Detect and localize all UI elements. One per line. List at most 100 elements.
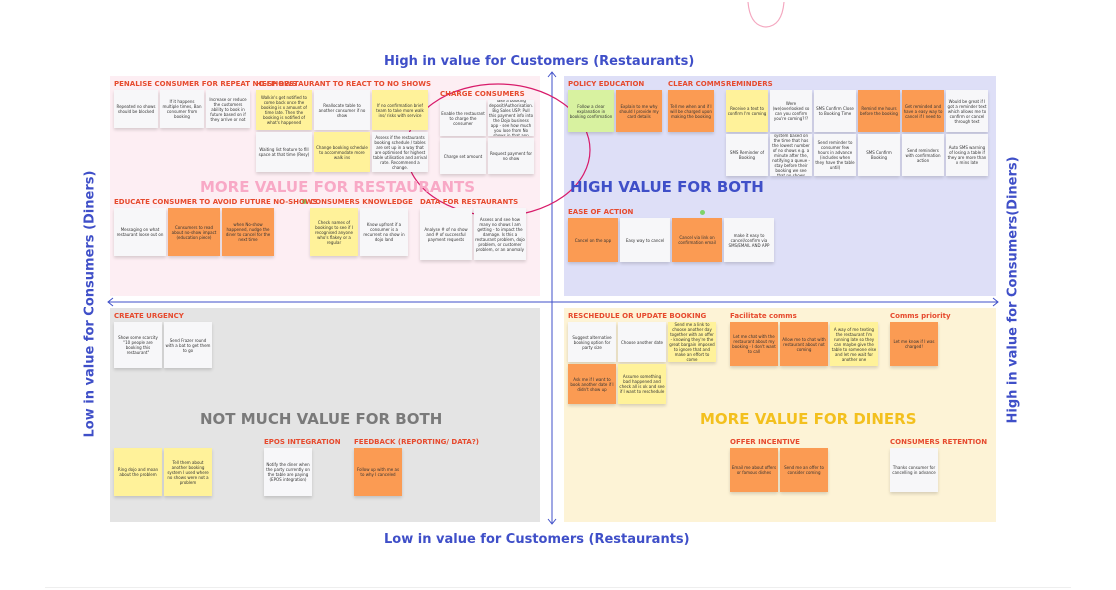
sticky-note[interactable]: Let me know if I was charged!	[890, 322, 938, 366]
sticky-note[interactable]: Easy way to cancel	[620, 218, 670, 262]
notes-help-restaurant: Walkin's get notified to come back once …	[256, 90, 428, 172]
sticky-note[interactable]: Cancel via link on confirmation email	[672, 218, 722, 262]
notes-reschedule: Suggest alternative booking option for p…	[568, 322, 716, 404]
sticky-note[interactable]: Send me an offer to consider coming	[780, 448, 828, 492]
sticky-note[interactable]: Walkin's get notified to come back once …	[256, 90, 312, 130]
arrow-left-icon	[107, 297, 114, 307]
category-comms-priority: Comms priority	[890, 312, 951, 320]
sticky-note[interactable]: Send reminders with confirmation action	[902, 134, 944, 176]
axis-title-top: High in value for Customers (Restaurants…	[384, 54, 695, 69]
decorative-arc	[747, 1, 785, 28]
arrow-right-icon	[992, 297, 999, 307]
notes-policy: Follow a clear explanation in booking co…	[568, 90, 662, 132]
sticky-note[interactable]: Thanks consumer for cancelling in advanc…	[890, 448, 938, 492]
quadrant-label-bottom-left: NOT MUCH VALUE FOR BOTH	[200, 410, 443, 428]
sticky-note[interactable]: SMS Confirm Close to Booking Time	[814, 90, 856, 132]
sticky-note[interactable]: Assess if the restaurants booking schedu…	[372, 132, 428, 172]
sticky-note[interactable]: Suggest alternative booking option for p…	[568, 322, 616, 362]
notes-knowledge: Check names of bookings to see if I reco…	[310, 208, 408, 256]
quadrant-label-bottom-right: MORE VALUE FOR DINERS	[700, 410, 917, 428]
category-feedback: FEEDBACK (REPORTING/ DATA?)	[354, 438, 480, 446]
sticky-note[interactable]: Take a booking deposit/Authorisation. Bi…	[488, 100, 534, 136]
category-policy-education: POLICY EDUCATION	[568, 80, 645, 88]
sticky-note[interactable]: when No-show happened, nudge the diner t…	[222, 208, 274, 256]
sticky-note[interactable]: Analyse # of no show and # of successful…	[420, 208, 472, 260]
sticky-note[interactable]: Assume something bad happened and check …	[618, 364, 666, 404]
sticky-note[interactable]: Messaging on what restaurant loose out o…	[114, 208, 166, 256]
sticky-note[interactable]: Were (we)overlooked so can you confirm y…	[770, 90, 812, 132]
sticky-note[interactable]: Tell me when and if I will be charged up…	[668, 90, 714, 132]
sticky-note[interactable]: Choose another date	[618, 322, 666, 362]
sticky-note[interactable]: Email me about offers or famous dishes	[730, 448, 778, 492]
sticky-note[interactable]: Follow up with me as to why I canceled	[354, 448, 402, 496]
sticky-note[interactable]: Auto SMS warning of losing a table if th…	[946, 134, 988, 176]
sticky-note[interactable]: Automatic reminder system based on the t…	[770, 134, 812, 176]
notes-charge-consumers: Enable the restaurant to charge the cons…	[440, 100, 534, 174]
category-offer-incentive: OFFER INCENTIVE	[730, 438, 800, 446]
category-consumers-retention: CONSUMERS RETENTION	[890, 438, 988, 446]
axis-title-left: Low in value for Consumers (Diners)	[82, 170, 98, 438]
status-dot	[302, 199, 307, 204]
sticky-note[interactable]: Waiting list feature to fill space at th…	[256, 132, 312, 172]
notes-other: Ring dojo and moan about the problem Tel…	[114, 448, 212, 496]
sticky-note[interactable]: Explain to me why should I provide my ca…	[616, 90, 662, 132]
notes-retention: Thanks consumer for cancelling in advanc…	[890, 448, 938, 492]
sticky-note[interactable]: Check names of bookings to see if I reco…	[310, 208, 358, 256]
sticky-note[interactable]: Ring dojo and moan about the problem	[114, 448, 162, 496]
notes-epos: Notify the diner when the party currentl…	[264, 448, 312, 496]
notes-reminders: Receive a text to confirm I'm coming Wer…	[726, 90, 988, 176]
sticky-note[interactable]: Enable the restaurant to charge the cons…	[440, 100, 486, 136]
arrow-up-icon	[547, 71, 557, 78]
quadrant-label-top-right: HIGH VALUE FOR BOTH	[570, 178, 764, 196]
category-educate-consumer: EDUCATE CONSUMER TO AVOID FUTURE NO-SHOW…	[114, 198, 318, 206]
sticky-note[interactable]: Cancel on the app	[568, 218, 618, 262]
sticky-note[interactable]: Send Frazer round with a bat to get them…	[164, 322, 212, 368]
sticky-note[interactable]: Charge set amount	[440, 138, 486, 174]
category-consumers-knowledge: CONSUMERS KNOWLEDGE	[310, 198, 413, 206]
sticky-note[interactable]: Notify the diner when the party currentl…	[264, 448, 312, 496]
category-charge-consumers: CHARGE CONSUMERS	[440, 90, 525, 98]
sticky-note[interactable]: Increase or reduce the customers ability…	[206, 90, 250, 128]
sticky-note[interactable]: If it happens multiple times, Ban consum…	[160, 90, 204, 128]
sticky-note[interactable]: Consumers to read about no-show impact (…	[168, 208, 220, 256]
notes-feedback: Follow up with me as to why I canceled	[354, 448, 402, 496]
notes-urgency: Show some scarcity "10 people are bookin…	[114, 322, 212, 368]
sticky-note[interactable]: Send reminder to consumer few hours in a…	[814, 134, 856, 176]
category-reminders: REMINDERS	[726, 80, 773, 88]
notes-clear-comms: Tell me when and if I will be charged up…	[668, 90, 714, 132]
axis-title-bottom: Low in value for Customers (Restaurants)	[384, 532, 690, 547]
sticky-note[interactable]: Repeated no shows should be blocked	[114, 90, 158, 128]
category-help-restaurant: HELP RESTAURANT TO REACT TO NO SHOWS	[256, 80, 431, 88]
sticky-note[interactable]: Ask me if I want to book another date if…	[568, 364, 616, 404]
sticky-note[interactable]: Know upfront if a consumer is a recurren…	[360, 208, 408, 256]
sticky-note[interactable]: Let me chat with the restaurant about my…	[730, 322, 778, 366]
sticky-note[interactable]: Remind me hours before the booking	[858, 90, 900, 132]
sticky-note[interactable]: If no confirmation brief team to take mo…	[372, 90, 428, 130]
sticky-note[interactable]: Change booking schedule to accommodate m…	[314, 132, 370, 172]
category-create-urgency: CREATE URGENCY	[114, 312, 184, 320]
sticky-note[interactable]: Send me a link to choose another day tog…	[668, 322, 716, 362]
quadrant-label-top-left: MORE VALUE FOR RESTAURANTS	[200, 178, 476, 196]
category-ease-of-action: EASE OF ACTION	[568, 208, 634, 216]
sticky-note[interactable]: Follow a clear explanation in booking co…	[568, 90, 614, 132]
sticky-note[interactable]: Request payment for no show	[488, 138, 534, 174]
category-facilitate-comms: Facilitate comms	[730, 312, 797, 320]
sticky-note[interactable]: SMS Confirm Booking	[858, 134, 900, 176]
sticky-note[interactable]: Assess and see how many no shows I am ge…	[474, 208, 526, 260]
sticky-note[interactable]: make it easy to cancel/confirm via SMS/E…	[724, 218, 774, 262]
sticky-note[interactable]: Tell them about another booking system I…	[164, 448, 212, 496]
sticky-note[interactable]: Would be great if I got a reminder text …	[946, 90, 988, 132]
axis-title-right: High in value for Consumers(Diners)	[1005, 156, 1021, 424]
notes-ease: Cancel on the app Easy way to cancel Can…	[568, 218, 774, 262]
arrow-down-icon	[547, 518, 557, 525]
sticky-note[interactable]: Receive a text to confirm I'm coming	[726, 90, 768, 132]
sticky-note[interactable]: Show some scarcity "10 people are bookin…	[114, 322, 162, 368]
sticky-note[interactable]: Reallocate table to another consumer if …	[314, 90, 370, 130]
notes-priority: Let me know if I was charged!	[890, 322, 938, 366]
sticky-note[interactable]: Allow me to chat with restaurant about n…	[780, 322, 828, 366]
sticky-note[interactable]: Get reminded and have a easy way to canc…	[902, 90, 944, 132]
category-penalise: PENALISE CONSUMER FOR REPEAT NO-SHOWS	[114, 80, 297, 88]
sticky-note[interactable]: SMS Reminder of Booking	[726, 134, 768, 176]
notes-facilitate: Let me chat with the restaurant about my…	[730, 322, 878, 366]
sticky-note[interactable]: A way of me texting the restaurant I'm r…	[830, 322, 878, 366]
